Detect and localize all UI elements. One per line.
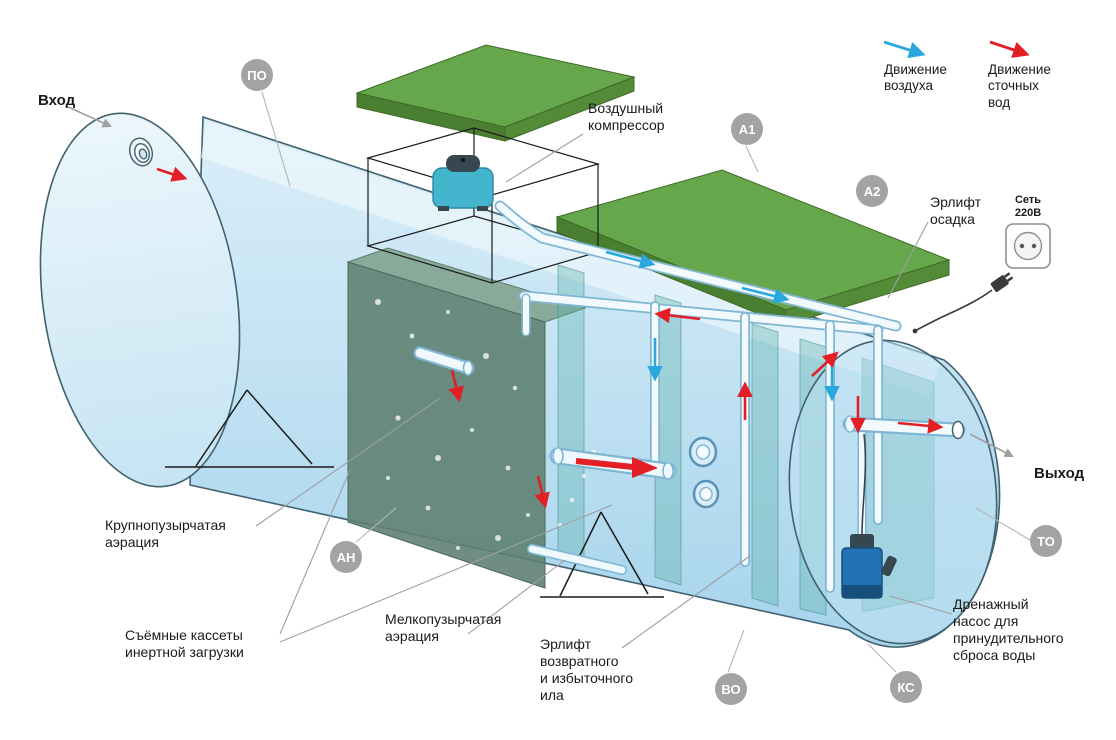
flow-arrows [156,166,944,509]
label-outlet: Выход [1034,465,1085,482]
badge-a2: А2 [856,175,888,207]
label-coarse-aeration: Крупнопузырчатая аэрация [105,517,226,551]
badge-a1: А1 [731,113,763,145]
badge-po-label: ПО [247,67,267,83]
outlet-pointer-arrow [969,433,1014,458]
sewage-arrow-legend [989,40,1030,58]
power-cord [914,289,993,332]
badge-an-label: АН [336,549,356,565]
label-inert-cassettes: Съёмные кассеты инертной загрузки [125,627,244,661]
legend-sewage-label: Движение сточных вод [988,62,1051,110]
inlet-pointer-arrow [65,105,113,128]
big-flow-arrow [575,457,658,478]
aeration-bubbles [375,299,535,554]
label-return-sludge-airlift: Эрлифт возвратного и избыточного ила [540,636,634,704]
legend-arrows [883,40,1030,59]
label-sludge-airlift: Эрлифт осадка [930,194,981,228]
drain-pump-icon [841,433,897,599]
badge-to: ТО [1030,525,1062,557]
lid-1 [355,44,636,142]
badge-a1-label: А1 [738,121,756,137]
air-compressor-icon [432,155,494,211]
tank-left-cap [39,112,241,488]
label-fine-aeration: Мелкопузырчатая аэрация [385,611,502,645]
badge-a2-label: А2 [863,183,881,199]
badge-vo: ВО [715,673,747,705]
badge-ks: КС [890,671,922,703]
label-inlet: Вход [38,92,76,109]
inlet-port [128,137,154,167]
badge-ks-label: КС [897,679,915,695]
badge-po: ПО [241,59,273,91]
label-power-supply: Сеть 220В [1014,194,1042,219]
power-plug-icon [990,272,1014,292]
label-air-compressor: Воздушный компрессор [588,100,665,134]
air-arrow-legend [883,40,926,59]
label-drain-pump: Дренажный насос для принудительного сбро… [953,596,1064,664]
badge-an: АН [330,541,362,573]
support-legs [165,389,664,598]
badge-to-label: ТО [1037,533,1055,549]
badge-vo-label: ВО [721,681,741,697]
legend-air-label: Движение воздуха [884,62,947,94]
leader-lines [65,91,1031,673]
power-socket-icon [912,223,1051,334]
